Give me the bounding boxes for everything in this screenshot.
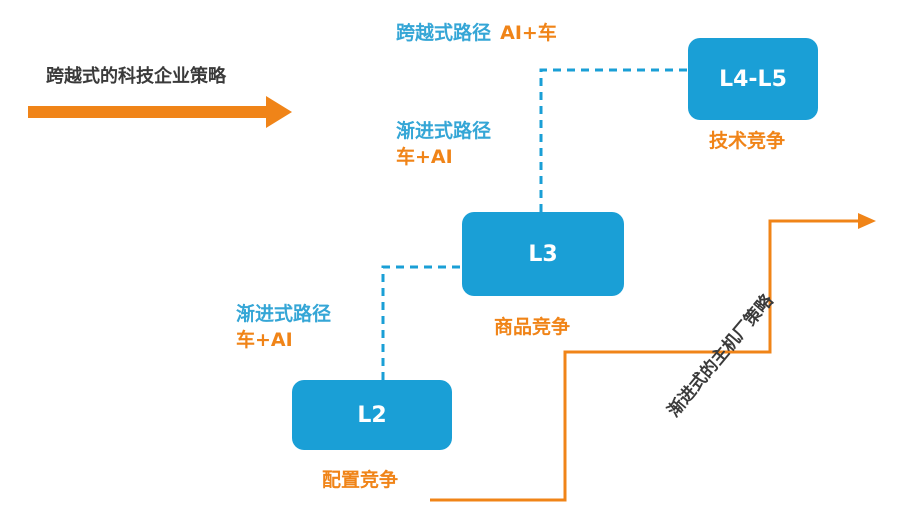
level-l2-label: L2 [357,402,387,428]
level-l45-label: L4-L5 [719,66,787,92]
level-l45-caption: 技术竞争 [709,130,786,152]
oem-strategy-stair-arrow [430,213,876,502]
low-path-tag: 车+AI [236,329,293,351]
level-l3-box: L3 [462,212,624,296]
mid-path-name: 渐进式路径 [396,120,492,142]
low-path-name: 渐进式路径 [236,303,332,325]
level-l3-label: L3 [528,241,558,267]
level-l3-caption: 商品竞争 [494,316,571,338]
low-path-label: 渐进式路径 车+AI [236,301,331,353]
level-l45-box: L4-L5 [688,38,818,120]
level-l2-caption: 配置竞争 [322,469,399,491]
mid-path-tag: 车+AI [396,146,453,168]
dashed-connector-l2-l3 [381,265,462,380]
dashed-connector-l3-l45 [539,68,688,212]
top-path-tag: AI+车 [500,22,557,44]
leap-strategy-arrow [28,96,292,128]
top-path-label: 跨越式路径 AI+车 [396,20,557,46]
level-l2-box: L2 [292,380,452,450]
top-path-name: 跨越式路径 [396,22,492,44]
leap-strategy-title: 跨越式的科技企业策略 [46,66,226,87]
mid-path-label: 渐进式路径 车+AI [396,118,491,170]
